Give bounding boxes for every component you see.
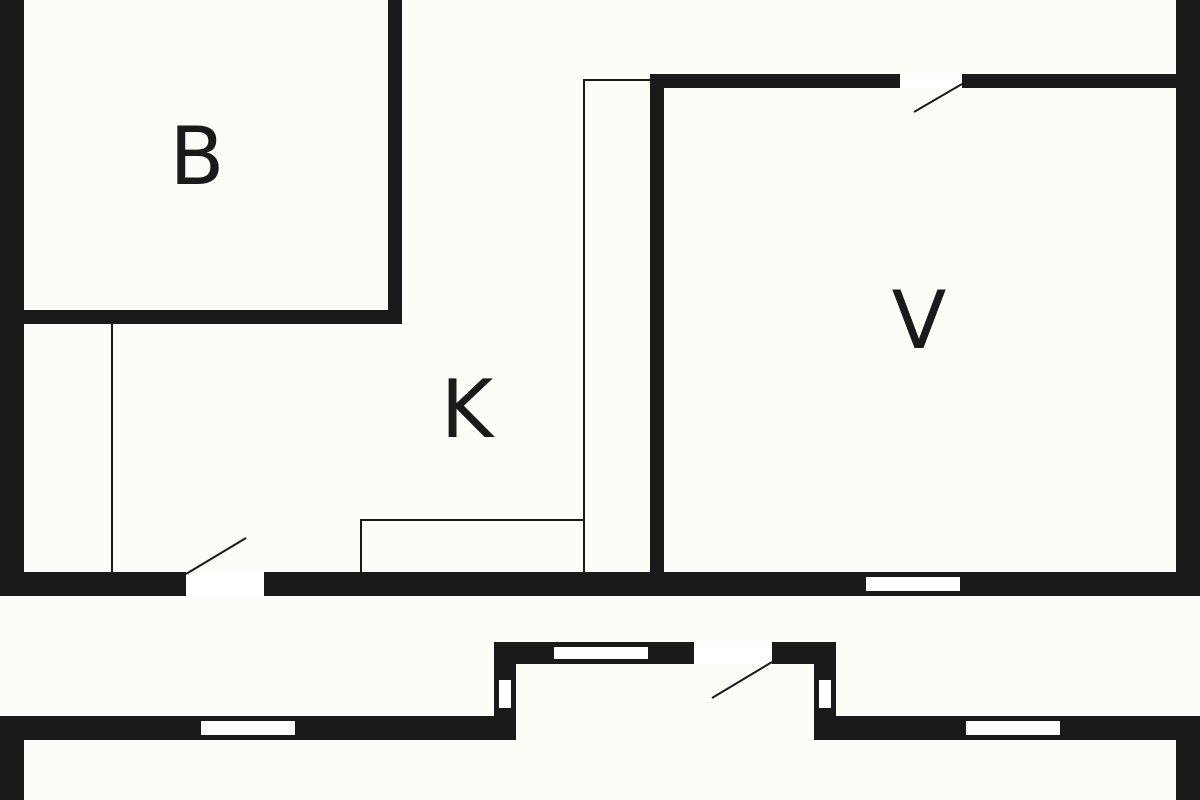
kitchen-counter-tall [583,79,650,572]
wall-right-outer [1176,0,1200,596]
wall-lower-left [0,716,24,800]
living-door-leaf [913,83,963,113]
wall-left-outer [0,0,24,596]
upper-unit-walls [0,0,1200,596]
bay-door-leaf [711,661,773,699]
entry-door-leaf [185,537,247,575]
window-lower-right [966,721,1060,735]
wall-lower-right [1176,716,1200,800]
window-bay-left [499,680,511,708]
room-label-living: V [892,274,947,367]
window-bay-top [554,647,648,659]
exterior-gap-fill [0,596,1200,800]
entry-door-opening [186,572,264,596]
wall-living-top-left [650,74,900,88]
kitchen-fixtures [111,79,650,572]
window-bay-right [819,680,831,708]
room-label-bedroom: B [170,110,225,203]
wall-bottom-left [0,572,186,596]
room-label-kitchen: K [441,363,496,456]
window-lower-left [201,721,295,735]
wall-living-left [650,74,664,572]
wall-bedroom-right [388,0,402,324]
wall-bottom-right [264,572,1200,596]
wall-bedroom-bottom [24,310,402,324]
window-living-bottom [866,577,960,591]
wall-bay-top-right [772,642,836,664]
kitchen-counter-low [360,519,584,572]
wall-living-top-right [962,74,1176,88]
bay-door-opening [694,642,772,664]
lower-unit-windows [201,647,1060,735]
living-door-opening [900,74,962,88]
